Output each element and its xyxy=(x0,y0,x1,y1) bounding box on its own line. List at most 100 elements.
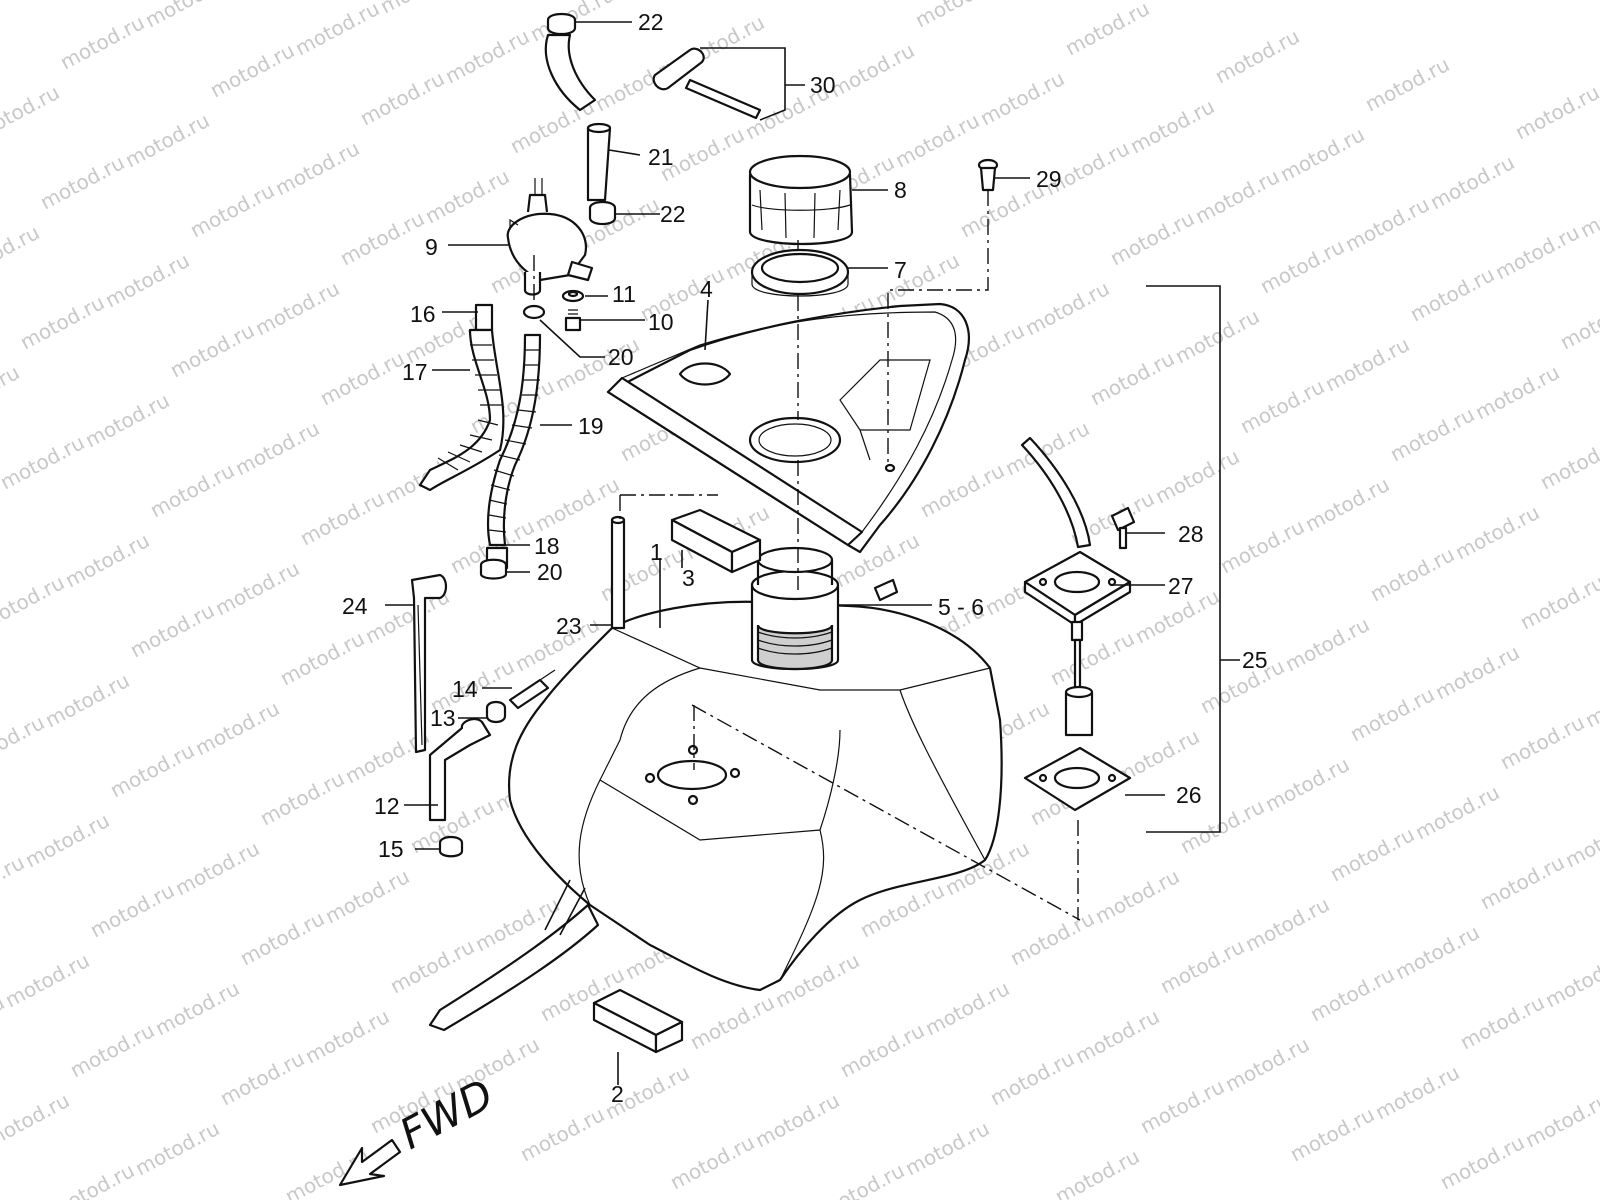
watermark-text: motod.ru xyxy=(0,500,3,564)
watermark-text: motod.ru xyxy=(1136,1074,1228,1138)
callout-10: 10 xyxy=(648,309,674,335)
watermark-text: motod.ru xyxy=(1491,220,1583,284)
cap-gasket xyxy=(750,248,850,297)
watermark-text: motod.ru xyxy=(171,836,263,900)
watermark-text: motod.ru xyxy=(1051,1144,1143,1200)
watermark-text: motod.ru xyxy=(106,738,198,802)
watermark-text: motod.ru xyxy=(976,66,1068,130)
watermark-text: motod.ru xyxy=(1561,808,1600,872)
callout-20-upper: 20 xyxy=(608,344,634,370)
watermark-text: motod.ru xyxy=(321,864,413,928)
washer-and-bolt xyxy=(561,289,585,332)
watermark-text: motod.ru xyxy=(301,1004,393,1068)
watermark-text: motod.ru xyxy=(1581,668,1600,732)
callout-18: 18 xyxy=(534,533,560,559)
watermark-text: motod.ru xyxy=(986,1046,1078,1110)
watermark-text: motod.ru xyxy=(336,206,428,270)
watermark-text: motod.ru xyxy=(66,1018,158,1082)
vent-hose-upper xyxy=(544,33,612,202)
watermark-text: motod.ru xyxy=(871,248,963,312)
callout-5-6: 5 - 6 xyxy=(938,594,984,620)
callout-29: 29 xyxy=(1036,166,1062,192)
watermark-text: motod.ru xyxy=(46,1158,138,1200)
watermark-text: motod.ru xyxy=(1471,360,1563,424)
watermark-text: motod.ru xyxy=(1521,1088,1600,1152)
callout-2: 2 xyxy=(611,1081,624,1107)
watermark-text: motod.ru xyxy=(0,360,23,424)
watermark-text: motod.ru xyxy=(1511,80,1600,144)
watermark-text: motod.ru xyxy=(41,668,133,732)
watermark-text: motod.ru xyxy=(1426,150,1518,214)
watermark-text: motod.ru xyxy=(836,1018,928,1082)
small-hose-group xyxy=(428,669,556,858)
watermark-text: motod.ru xyxy=(666,1130,758,1194)
watermark-text: motod.ru xyxy=(1386,402,1478,466)
callout-15: 15 xyxy=(378,836,404,862)
watermark-text: motod.ru xyxy=(1006,906,1098,970)
fuel-tank xyxy=(428,546,1003,1032)
watermark-text: motod.ru xyxy=(421,164,513,228)
callout-22-top: 22 xyxy=(638,9,664,35)
watermark-text: motod.ru xyxy=(0,80,63,144)
callout-25: 25 xyxy=(1242,647,1268,673)
watermark-text: motod.ru xyxy=(1061,0,1153,60)
hose-clamp-top xyxy=(546,12,577,36)
watermark-text: motod.ru xyxy=(1391,920,1483,984)
forward-arrow-icon xyxy=(338,1138,402,1187)
watermark-text: motod.ru xyxy=(1476,850,1568,914)
callout-20-lower: 20 xyxy=(537,559,563,585)
watermark-text: motod.ru xyxy=(131,1116,223,1180)
watermark-text: motod.ru xyxy=(1171,304,1263,368)
watermark-text: motod.ru xyxy=(0,0,83,4)
pad-2 xyxy=(592,988,684,1054)
watermark-text: motod.ru xyxy=(146,458,238,522)
watermark-text: motod.ru xyxy=(901,1116,993,1180)
pad-3 xyxy=(670,508,762,574)
watermark-text: motod.ru xyxy=(1236,374,1328,438)
watermark-text: motod.ru xyxy=(1241,892,1333,956)
strap-24 xyxy=(410,573,448,754)
watermark-text: motod.ru xyxy=(891,108,983,172)
watermark-text: motod.ru xyxy=(816,1158,908,1200)
callout-22-mid: 22 xyxy=(660,201,686,227)
callout-labels: 22 30 21 8 29 22 9 7 11 4 16 10 20 17 19… xyxy=(342,9,1268,1107)
watermark-text: motod.ru xyxy=(1406,262,1498,326)
watermark-text: motod.ru xyxy=(1456,990,1548,1054)
watermark-text: motod.ru xyxy=(191,696,283,760)
bolt-29 xyxy=(977,158,999,192)
watermark-text: motod.ru xyxy=(86,878,178,942)
watermark-text: motod.ru xyxy=(1451,500,1543,564)
watermark-text: motod.ru xyxy=(141,0,233,32)
watermark-text: motod.ru xyxy=(271,136,363,200)
callout-13: 13 xyxy=(430,705,456,731)
watermark-text: motod.ru xyxy=(1576,178,1600,242)
callout-8: 8 xyxy=(894,177,907,203)
watermark-text: motod.ru xyxy=(101,248,193,312)
callout-19: 19 xyxy=(578,413,604,439)
callout-23: 23 xyxy=(556,613,582,639)
watermark-text: motod.ru xyxy=(516,1102,608,1166)
watermark-text: motod.ru xyxy=(441,24,533,88)
watermark-text: motod.ru xyxy=(1021,276,1113,340)
watermark-text: motod.ru xyxy=(921,976,1013,1040)
watermark-text: motod.ru xyxy=(1126,94,1218,158)
watermark-text: motod.ru xyxy=(1151,444,1243,508)
callout-24: 24 xyxy=(342,593,368,619)
watermark-text: motod.ru xyxy=(596,542,688,606)
watermark-text: motod.ru xyxy=(1536,430,1600,494)
watermark-text: motod.ru xyxy=(206,38,298,102)
watermark-text: motod.ru xyxy=(1341,192,1433,256)
watermark-text: motod.ru xyxy=(121,108,213,172)
watermark-text: motod.ru xyxy=(376,0,468,18)
spiral-hose-left xyxy=(418,303,505,492)
callout-1: 1 xyxy=(650,539,663,565)
callout-26: 26 xyxy=(1176,782,1202,808)
watermark-text: motod.ru xyxy=(186,178,278,242)
tube-23 xyxy=(610,515,626,630)
watermark-text: motod.ru xyxy=(0,1088,73,1152)
watermark-text: motod.ru xyxy=(1371,1060,1463,1124)
watermark-text: motod.ru xyxy=(291,0,383,60)
watermark-text: motod.ru xyxy=(531,472,623,536)
watermark-text: motod.ru xyxy=(236,906,328,970)
